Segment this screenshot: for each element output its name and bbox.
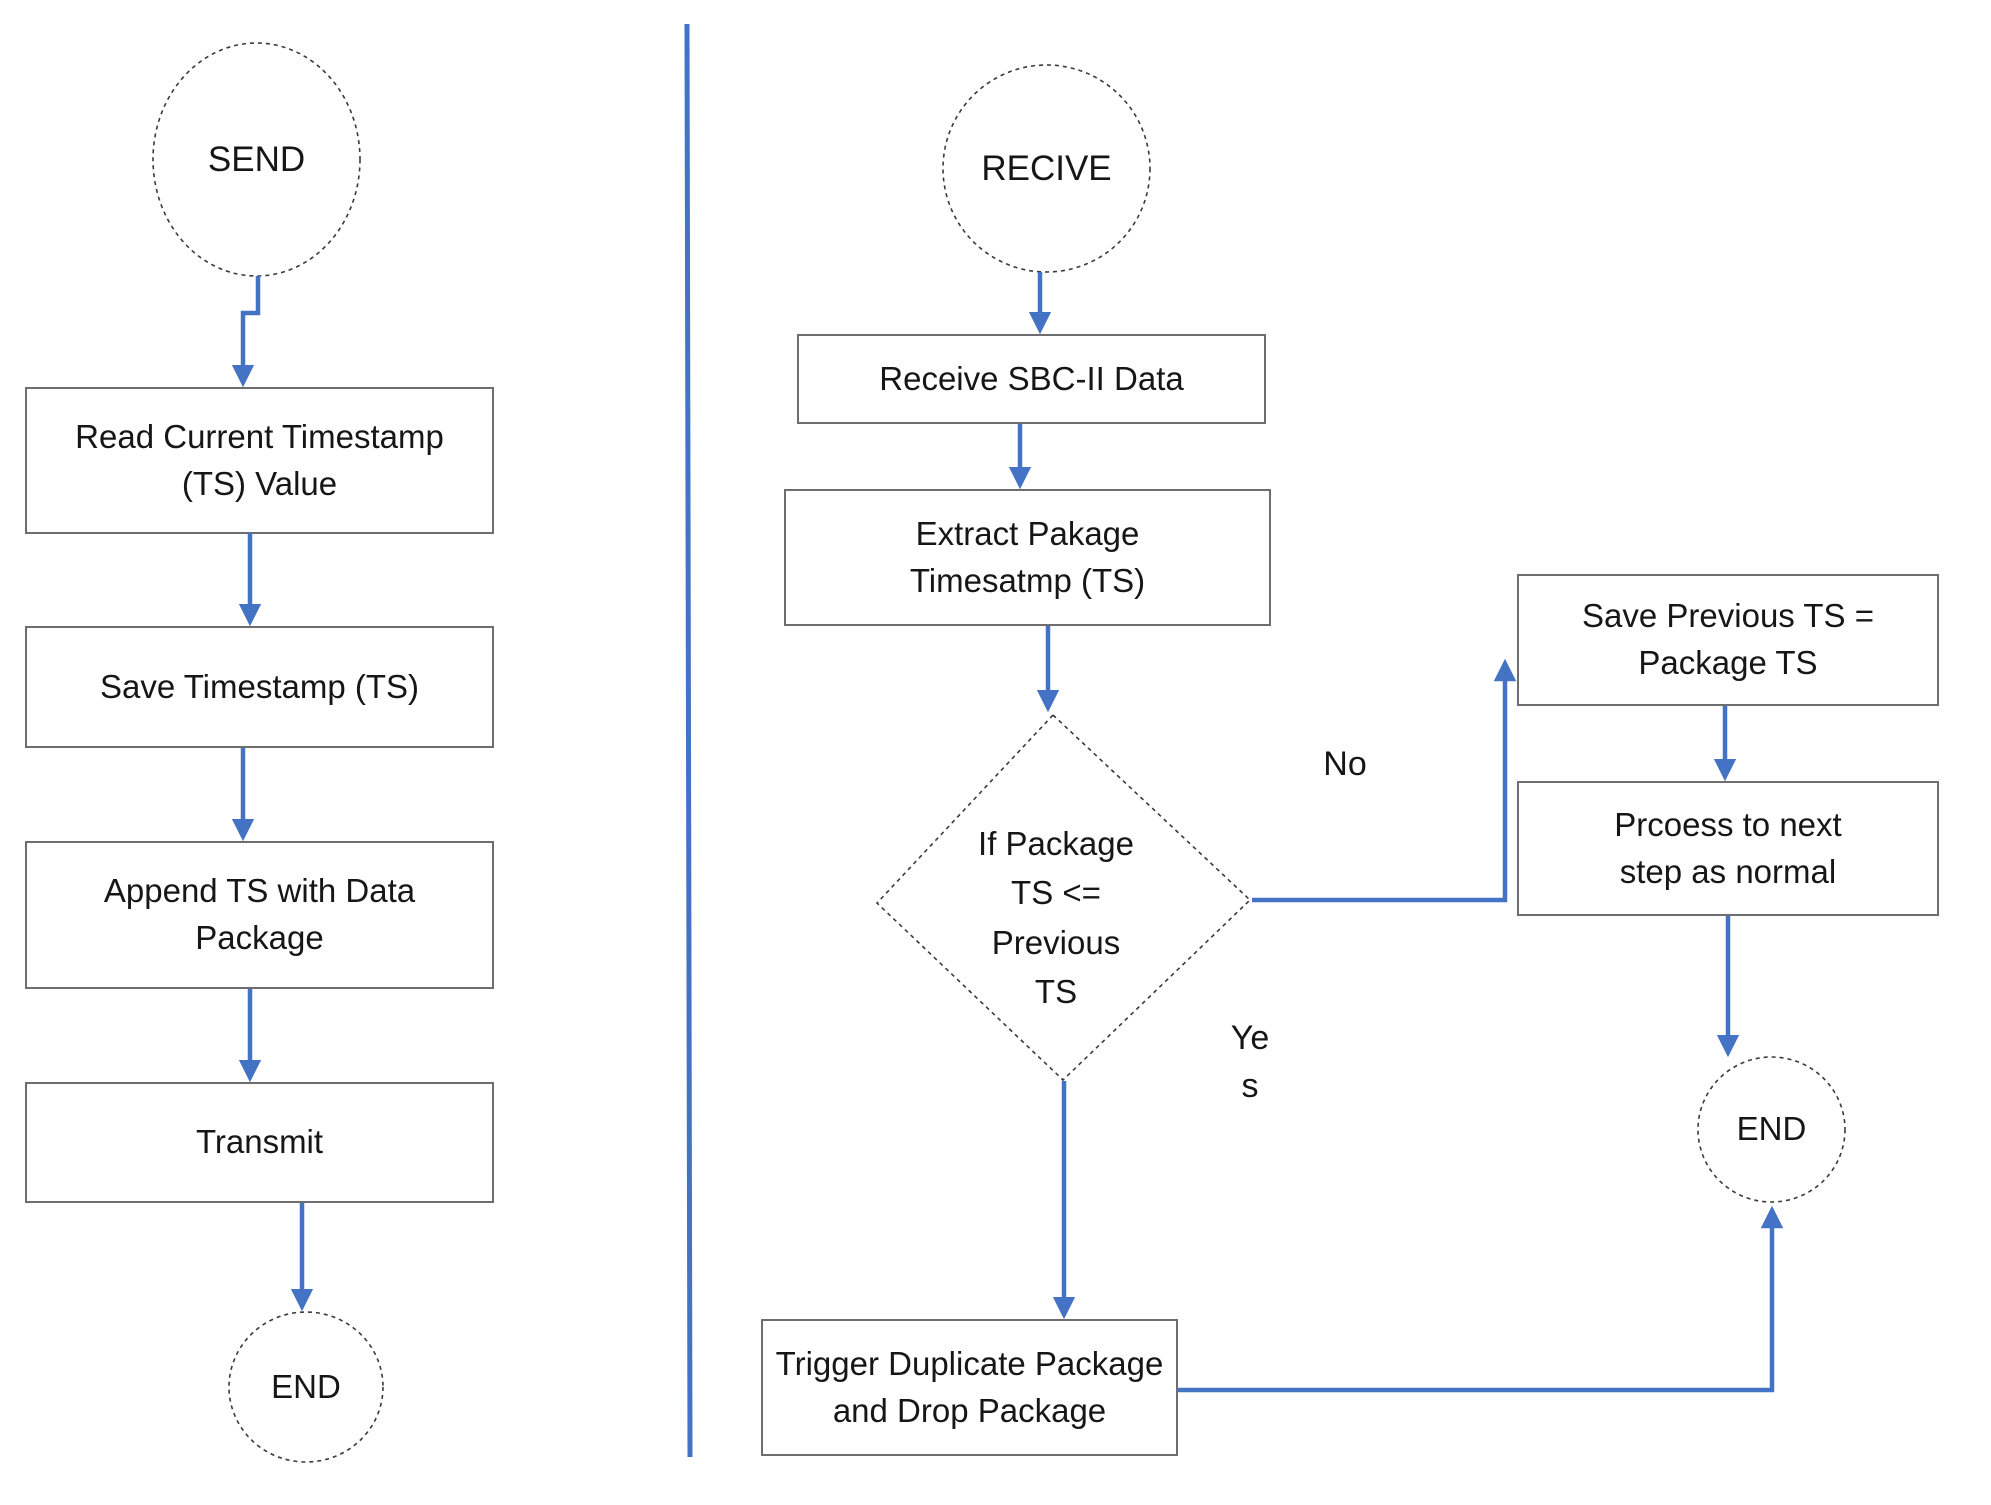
receive-data-label: Receive SBC-II Data	[879, 359, 1184, 397]
extract-timestamp-label: Extract Pakage Timesatmp (TS)	[909, 514, 1146, 599]
left-end-terminator-shape	[228, 1311, 384, 1463]
yes-branch-label: Ye s	[1230, 1018, 1270, 1105]
save-timestamp-label: Save Timestamp (TS)	[99, 667, 420, 705]
recive-terminator-label: RECIVE	[981, 148, 1112, 188]
receive-data-box-shape	[797, 334, 1266, 424]
left-end-terminator-label: END	[271, 1367, 341, 1405]
send-terminator-label: SEND	[207, 139, 306, 179]
append-ts-label: Append TS with Data Package	[103, 872, 416, 956]
connector-send-to-read	[231, 276, 261, 388]
save-previous-ts-label: Save Previous TS = Package TS	[1582, 597, 1874, 681]
divider-line	[684, 23, 693, 1458]
save-previous-ts-box-shape	[1517, 574, 1939, 706]
append-ts-box-shape	[25, 841, 494, 989]
decision-label: If Package TS <= Previous TS	[978, 824, 1134, 1011]
trigger-duplicate-label: Trigger Duplicate Package and Drop Packa…	[775, 1344, 1164, 1429]
no-branch-label: No	[1323, 745, 1367, 784]
process-next-step-label: Prcoess to next step as normal	[1614, 805, 1842, 890]
right-end-terminator-label: END	[1736, 1110, 1807, 1148]
process-next-step-box-shape	[1517, 781, 1939, 916]
recive-terminator-shape	[942, 64, 1151, 273]
connector-trigger-to-end	[1178, 1205, 1784, 1393]
transmit-box-shape	[25, 1082, 494, 1203]
save-timestamp-box-shape	[25, 626, 494, 748]
extract-timestamp-box-shape	[784, 489, 1271, 626]
send-terminator-shape	[152, 42, 361, 277]
read-timestamp-label: Read Current Timestamp (TS) Value	[75, 417, 444, 502]
transmit-label: Transmit	[195, 1123, 324, 1161]
connector-no-branch	[1252, 658, 1517, 903]
read-timestamp-box-shape	[25, 387, 494, 534]
trigger-duplicate-box-shape	[761, 1319, 1178, 1456]
right-end-terminator-shape	[1697, 1056, 1846, 1203]
decision-diamond-shape	[875, 713, 1252, 1082]
